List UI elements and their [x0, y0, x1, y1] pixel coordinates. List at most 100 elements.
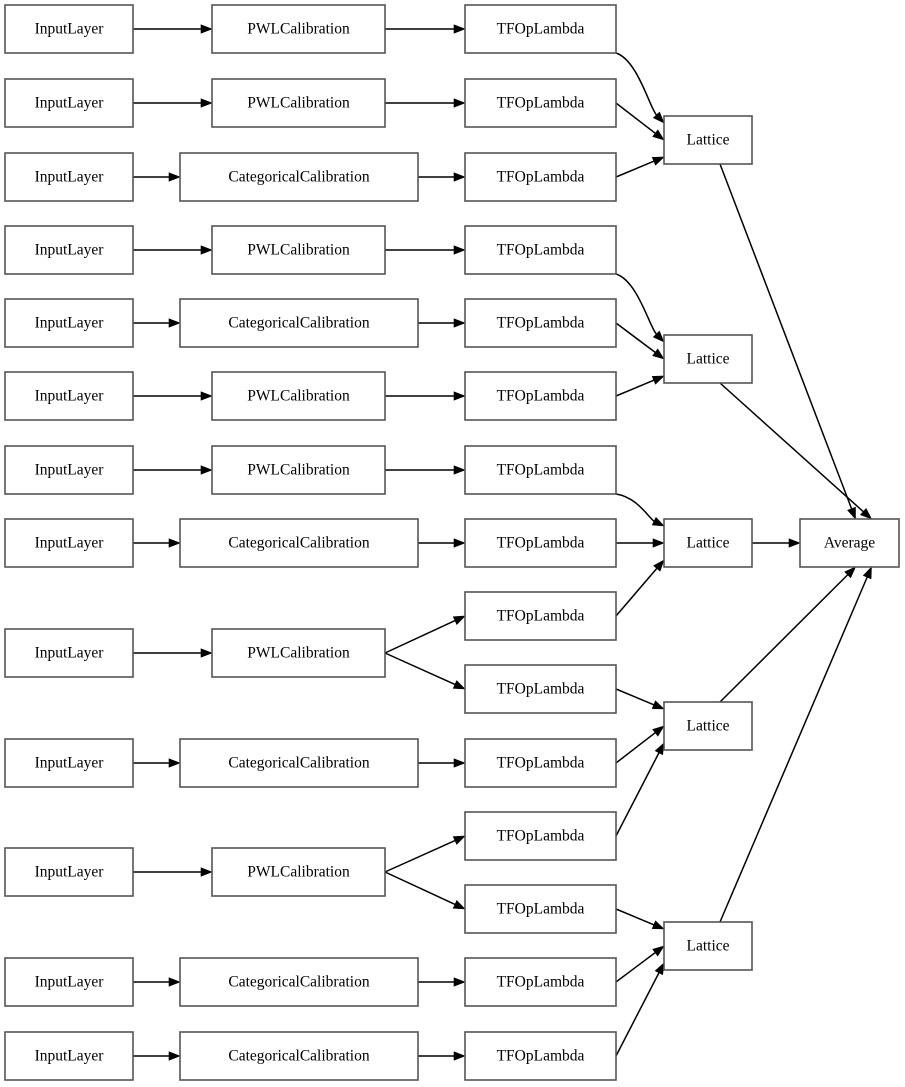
node-box[interactable] [4, 628, 134, 678]
node-box[interactable] [211, 445, 386, 495]
node-box[interactable] [179, 957, 419, 1007]
node-pwl[interactable]: PWLCalibration [211, 445, 386, 495]
node-box[interactable] [211, 371, 386, 421]
node-box[interactable] [4, 152, 134, 202]
node-box[interactable] [179, 298, 419, 348]
edge-in7-to-cal7 [133, 465, 213, 475]
edge-arrowhead [652, 129, 665, 141]
node-categorical[interactable]: CategoricalCalibration [179, 957, 419, 1007]
node-box[interactable] [464, 298, 617, 348]
node-tfop[interactable]: TFOpLambda [464, 4, 617, 54]
node-box[interactable] [464, 957, 617, 1007]
node-box[interactable] [464, 811, 617, 861]
node-box[interactable] [4, 1031, 134, 1081]
node-box[interactable] [4, 957, 134, 1007]
node-tfop[interactable]: TFOpLambda [464, 371, 617, 421]
node-box[interactable] [179, 152, 419, 202]
node-tfop[interactable]: TFOpLambda [464, 518, 617, 568]
node-input[interactable]: InputLayer [4, 78, 134, 128]
node-pwl[interactable]: PWLCalibration [211, 78, 386, 128]
node-box[interactable] [464, 371, 617, 421]
node-box[interactable] [464, 591, 617, 641]
node-input[interactable]: InputLayer [4, 1031, 134, 1081]
node-pwl[interactable]: PWLCalibration [211, 847, 386, 897]
node-input[interactable]: InputLayer [4, 298, 134, 348]
node-input[interactable]: InputLayer [4, 371, 134, 421]
node-box[interactable] [663, 334, 753, 384]
node-input[interactable]: InputLayer [4, 152, 134, 202]
node-lattice[interactable]: Lattice [663, 334, 753, 384]
node-box[interactable] [211, 847, 386, 897]
node-box[interactable] [663, 921, 753, 971]
node-tfop[interactable]: TFOpLambda [464, 811, 617, 861]
node-lattice[interactable]: Lattice [663, 701, 753, 751]
node-categorical[interactable]: CategoricalCalibration [179, 1031, 419, 1081]
node-categorical[interactable]: CategoricalCalibration [179, 738, 419, 788]
node-tfop[interactable]: TFOpLambda [464, 591, 617, 641]
node-categorical[interactable]: CategoricalCalibration [179, 152, 419, 202]
node-box[interactable] [663, 518, 753, 568]
node-box[interactable] [464, 664, 617, 714]
node-box[interactable] [4, 847, 134, 897]
edge-arrowhead [168, 318, 181, 328]
node-tfop[interactable]: TFOpLambda [464, 225, 617, 275]
node-lattice[interactable]: Lattice [663, 921, 753, 971]
node-box[interactable] [663, 115, 753, 165]
node-box[interactable] [179, 518, 419, 568]
node-pwl[interactable]: PWLCalibration [211, 4, 386, 54]
node-average[interactable]: Average [799, 518, 900, 568]
node-tfop[interactable]: TFOpLambda [464, 78, 617, 128]
node-box[interactable] [4, 225, 134, 275]
node-lattice[interactable]: Lattice [663, 518, 753, 568]
node-box[interactable] [4, 4, 134, 54]
node-box[interactable] [179, 1031, 419, 1081]
node-input[interactable]: InputLayer [4, 738, 134, 788]
node-box[interactable] [4, 371, 134, 421]
node-categorical[interactable]: CategoricalCalibration [179, 298, 419, 348]
node-box[interactable] [799, 518, 900, 568]
node-input[interactable]: InputLayer [4, 4, 134, 54]
node-lattice[interactable]: Lattice [663, 115, 753, 165]
node-label: InputLayer [35, 462, 105, 479]
node-pwl[interactable]: PWLCalibration [211, 628, 386, 678]
node-box[interactable] [4, 445, 134, 495]
node-input[interactable]: InputLayer [4, 445, 134, 495]
node-box[interactable] [179, 738, 419, 788]
node-box[interactable] [211, 78, 386, 128]
node-box[interactable] [464, 738, 617, 788]
node-pwl[interactable]: PWLCalibration [211, 225, 386, 275]
node-box[interactable] [4, 738, 134, 788]
node-pwl[interactable]: PWLCalibration [211, 371, 386, 421]
node-tfop[interactable]: TFOpLambda [464, 152, 617, 202]
node-input[interactable]: InputLayer [4, 628, 134, 678]
node-box[interactable] [211, 628, 386, 678]
node-box[interactable] [464, 884, 617, 934]
node-box[interactable] [464, 4, 617, 54]
node-box[interactable] [211, 4, 386, 54]
node-box[interactable] [464, 1031, 617, 1081]
node-label: Lattice [686, 351, 729, 368]
edge-cal4-to-op4 [385, 245, 466, 255]
node-tfop[interactable]: TFOpLambda [464, 298, 617, 348]
node-input[interactable]: InputLayer [4, 518, 134, 568]
node-input[interactable]: InputLayer [4, 957, 134, 1007]
node-tfop[interactable]: TFOpLambda [464, 738, 617, 788]
node-box[interactable] [464, 152, 617, 202]
node-categorical[interactable]: CategoricalCalibration [179, 518, 419, 568]
node-tfop[interactable]: TFOpLambda [464, 445, 617, 495]
node-tfop[interactable]: TFOpLambda [464, 1031, 617, 1081]
node-tfop[interactable]: TFOpLambda [464, 664, 617, 714]
node-box[interactable] [663, 701, 753, 751]
node-box[interactable] [4, 298, 134, 348]
node-tfop[interactable]: TFOpLambda [464, 884, 617, 934]
node-box[interactable] [464, 225, 617, 275]
node-box[interactable] [4, 518, 134, 568]
node-tfop[interactable]: TFOpLambda [464, 957, 617, 1007]
node-box[interactable] [4, 78, 134, 128]
node-input[interactable]: InputLayer [4, 847, 134, 897]
node-box[interactable] [464, 78, 617, 128]
node-input[interactable]: InputLayer [4, 225, 134, 275]
node-box[interactable] [464, 518, 617, 568]
node-box[interactable] [211, 225, 386, 275]
node-box[interactable] [464, 445, 617, 495]
